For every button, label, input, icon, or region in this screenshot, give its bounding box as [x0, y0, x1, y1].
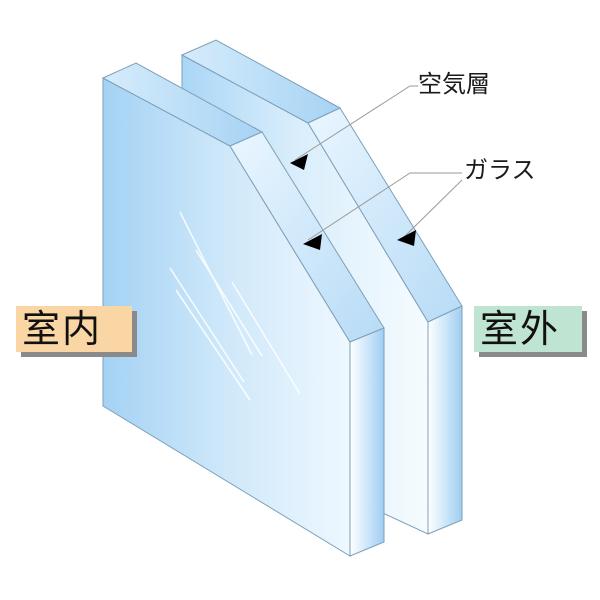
- air-layer-label: 空気層: [418, 70, 490, 98]
- glass-label: ガラス: [464, 156, 536, 184]
- glass-reflection-lines: [169, 211, 301, 401]
- glass-arrow-icon-outer: [397, 230, 416, 246]
- air-layer-leader: [294, 85, 418, 161]
- glass-leader-a: [307, 172, 462, 241]
- outdoor-badge: 室外: [474, 306, 582, 352]
- pointer-arrows: [290, 154, 416, 250]
- outer-pane-side-edge: [427, 305, 463, 535]
- glass-leader-b: [403, 179, 463, 238]
- air-layer-arrow-icon: [290, 154, 308, 170]
- leader-lines: [294, 85, 463, 241]
- inner-pane-side-edge: [349, 327, 385, 557]
- indoor-badge: 室内: [16, 306, 132, 352]
- glass-arrow-icon-inner: [303, 234, 322, 250]
